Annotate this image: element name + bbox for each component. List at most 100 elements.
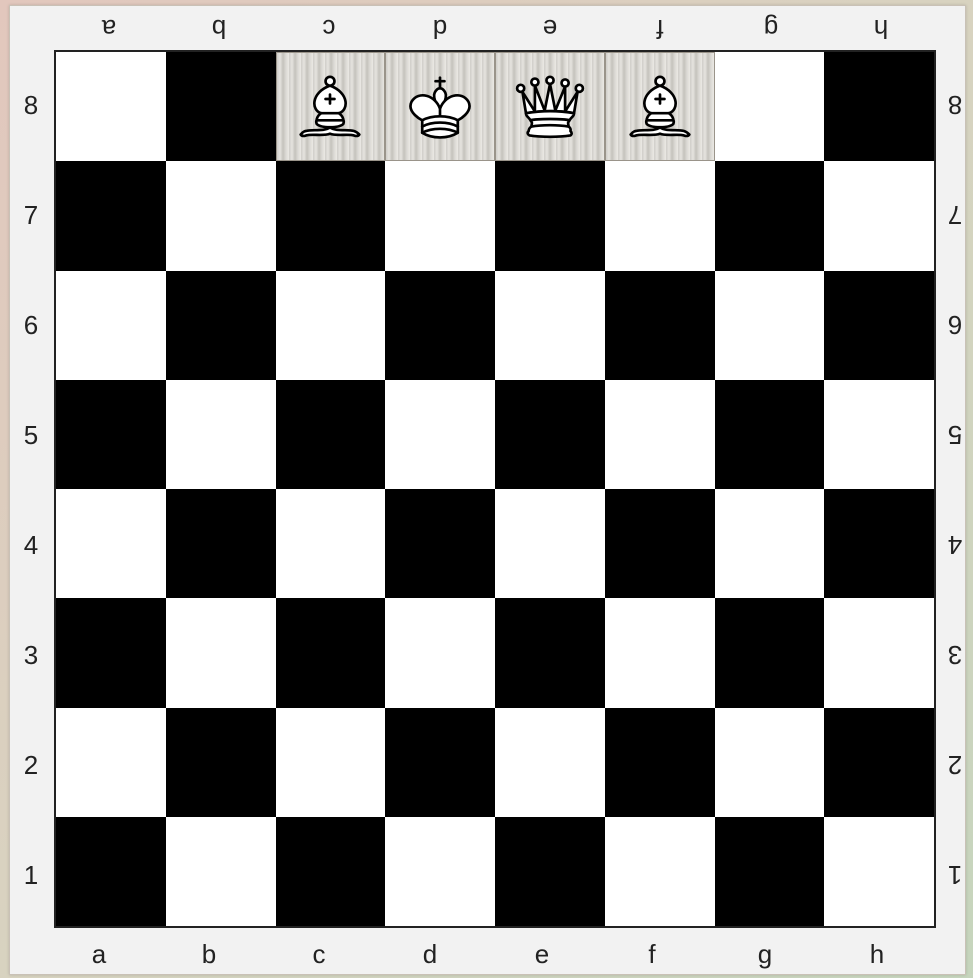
square-d8[interactable] <box>385 52 495 161</box>
rank-label-right-7: 7 <box>938 160 972 270</box>
square-d5[interactable] <box>385 380 495 489</box>
file-label-top-e: e <box>495 12 605 46</box>
file-label-bottom-h: h <box>822 937 932 971</box>
square-f8[interactable] <box>605 52 715 161</box>
white-king-piece[interactable] <box>385 52 495 161</box>
square-h7[interactable] <box>824 161 934 270</box>
square-b2[interactable] <box>166 708 276 817</box>
rank-label-left-7: 7 <box>14 160 48 270</box>
chess-board <box>54 50 936 928</box>
square-f3[interactable] <box>605 598 715 707</box>
square-b3[interactable] <box>166 598 276 707</box>
file-label-bottom-g: g <box>710 937 820 971</box>
square-a7[interactable] <box>56 161 166 270</box>
square-f6[interactable] <box>605 271 715 380</box>
rank-label-right-3: 3 <box>938 600 972 710</box>
square-c3[interactable] <box>276 598 386 707</box>
square-a6[interactable] <box>56 271 166 380</box>
file-label-top-a: a <box>54 12 164 46</box>
square-c4[interactable] <box>276 489 386 598</box>
rank-label-left-3: 3 <box>14 600 48 710</box>
square-f2[interactable] <box>605 708 715 817</box>
white-bishop-icon <box>620 67 700 147</box>
square-h1[interactable] <box>824 817 934 926</box>
white-bishop-piece[interactable] <box>605 52 715 161</box>
square-h5[interactable] <box>824 380 934 489</box>
rank-label-right-8: 8 <box>938 50 972 160</box>
square-c7[interactable] <box>276 161 386 270</box>
white-king-icon <box>400 67 480 147</box>
rank-label-right-6: 6 <box>938 270 972 380</box>
white-queen-piece[interactable] <box>495 52 605 161</box>
square-b4[interactable] <box>166 489 276 598</box>
square-g3[interactable] <box>715 598 825 707</box>
square-e4[interactable] <box>495 489 605 598</box>
square-d6[interactable] <box>385 271 495 380</box>
file-label-bottom-b: b <box>154 937 264 971</box>
square-c2[interactable] <box>276 708 386 817</box>
square-g2[interactable] <box>715 708 825 817</box>
square-c1[interactable] <box>276 817 386 926</box>
rank-label-left-2: 2 <box>14 710 48 820</box>
square-h2[interactable] <box>824 708 934 817</box>
file-label-top-d: d <box>385 12 495 46</box>
square-h6[interactable] <box>824 271 934 380</box>
square-d4[interactable] <box>385 489 495 598</box>
square-h4[interactable] <box>824 489 934 598</box>
square-d1[interactable] <box>385 817 495 926</box>
square-d2[interactable] <box>385 708 495 817</box>
square-a8[interactable] <box>56 52 166 161</box>
file-label-bottom-e: e <box>487 937 597 971</box>
square-h3[interactable] <box>824 598 934 707</box>
rank-label-right-1: 1 <box>938 820 972 930</box>
square-g4[interactable] <box>715 489 825 598</box>
square-c5[interactable] <box>276 380 386 489</box>
rank-label-left-1: 1 <box>14 820 48 930</box>
square-f4[interactable] <box>605 489 715 598</box>
square-c8[interactable] <box>276 52 386 161</box>
square-e3[interactable] <box>495 598 605 707</box>
square-f1[interactable] <box>605 817 715 926</box>
square-c6[interactable] <box>276 271 386 380</box>
square-g1[interactable] <box>715 817 825 926</box>
square-a3[interactable] <box>56 598 166 707</box>
white-bishop-piece[interactable] <box>276 52 386 161</box>
square-a4[interactable] <box>56 489 166 598</box>
square-e7[interactable] <box>495 161 605 270</box>
square-e2[interactable] <box>495 708 605 817</box>
file-label-bottom-a: a <box>44 937 154 971</box>
square-f5[interactable] <box>605 380 715 489</box>
square-b8[interactable] <box>166 52 276 161</box>
file-label-top-f: f <box>605 12 715 46</box>
rank-label-right-2: 2 <box>938 710 972 820</box>
square-e5[interactable] <box>495 380 605 489</box>
square-g7[interactable] <box>715 161 825 270</box>
square-a2[interactable] <box>56 708 166 817</box>
square-d7[interactable] <box>385 161 495 270</box>
square-g6[interactable] <box>715 271 825 380</box>
file-label-bottom-c: c <box>264 937 374 971</box>
file-label-top-b: b <box>164 12 274 46</box>
white-bishop-icon <box>290 67 370 147</box>
square-b1[interactable] <box>166 817 276 926</box>
square-e8[interactable] <box>495 52 605 161</box>
rank-label-left-5: 5 <box>14 380 48 490</box>
square-e1[interactable] <box>495 817 605 926</box>
square-g5[interactable] <box>715 380 825 489</box>
file-label-top-g: g <box>716 12 826 46</box>
square-a1[interactable] <box>56 817 166 926</box>
square-e6[interactable] <box>495 271 605 380</box>
square-d3[interactable] <box>385 598 495 707</box>
rank-label-left-6: 6 <box>14 270 48 380</box>
file-label-top-h: h <box>826 12 936 46</box>
square-b7[interactable] <box>166 161 276 270</box>
square-b6[interactable] <box>166 271 276 380</box>
square-b5[interactable] <box>166 380 276 489</box>
rank-label-right-4: 4 <box>938 490 972 600</box>
square-h8[interactable] <box>824 52 934 161</box>
white-queen-icon <box>510 67 590 147</box>
square-g8[interactable] <box>715 52 825 161</box>
square-f7[interactable] <box>605 161 715 270</box>
rank-label-left-8: 8 <box>14 50 48 160</box>
square-a5[interactable] <box>56 380 166 489</box>
